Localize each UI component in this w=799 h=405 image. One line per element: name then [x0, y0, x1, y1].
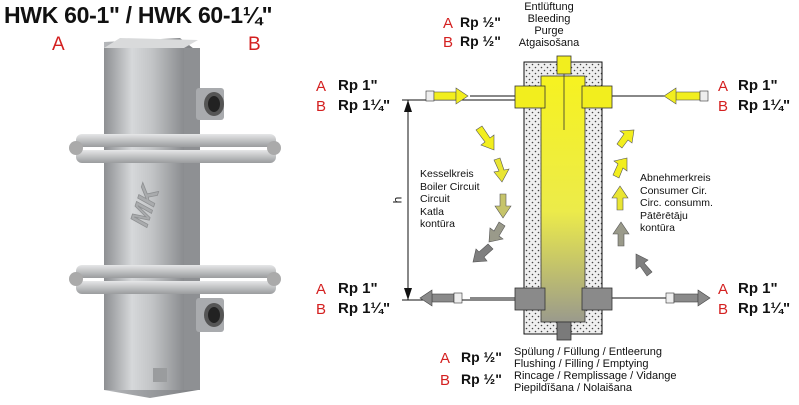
drain-label-en: Flushing / Filling / Emptying — [514, 358, 649, 370]
consumer-circuit-lv-1: Pātērētāju — [640, 209, 688, 222]
bottom-right-b-label: B — [718, 301, 729, 318]
height-dimension-label: h — [390, 196, 405, 204]
outflow-arrow-top-right — [663, 87, 709, 105]
vent-b-size: Rp ½" — [460, 33, 501, 49]
top-left-a-label: A — [316, 78, 327, 95]
vent-label: Entlüftung Bleeding Purge Atgaisošana — [509, 1, 589, 49]
variant-a-label: A — [52, 34, 65, 55]
bottom-right-b-size: Rp 1¼" — [738, 300, 791, 317]
top-right-a-label: A — [718, 78, 729, 95]
vent-label-fr: Purge — [534, 25, 564, 37]
top-left-b-label: B — [316, 98, 327, 115]
separator-vessel — [514, 55, 613, 341]
vent-label-en: Bleeding — [527, 13, 571, 25]
outflow-arrow-bottom-left — [419, 289, 463, 307]
upper-clamp — [69, 134, 281, 163]
boiler-flow-arrows — [472, 125, 512, 263]
inflow-arrow-bottom-right — [665, 289, 711, 307]
top-left-a-size: Rp 1" — [338, 77, 378, 94]
boiler-circuit-fr: Circuit — [420, 193, 450, 205]
drain-label: Spülung / Füllung / Entleerung Flushing … — [514, 346, 676, 394]
bottom-left-b-label: B — [316, 301, 327, 318]
consumer-circuit-de: Abnehmerkreis — [640, 172, 711, 184]
top-right-a-size: Rp 1" — [738, 77, 778, 94]
vent-a-size: Rp ½" — [460, 14, 501, 30]
variant-b-label: B — [248, 34, 261, 55]
consumer-circuit-fr: Circ. consumm. — [640, 197, 713, 209]
boiler-circuit-de: Kesselkreis — [420, 168, 474, 180]
drain-b-size: Rp ½" — [461, 371, 502, 387]
consumer-circuit-lv-2: kontūra — [640, 222, 676, 234]
bottom-left-b-size: Rp 1¼" — [338, 300, 391, 317]
page-title: HWK 60-1" / HWK 60-1¼" — [4, 2, 273, 28]
drain-label-lv: Piepildīšana / Nolaišana — [514, 382, 633, 394]
height-dimension — [402, 99, 515, 301]
boiler-circuit-lv-1: Katla — [420, 205, 444, 218]
consumer-circuit-label: Abnehmerkreis Consumer Cir. Circ. consum… — [640, 172, 713, 235]
top-left-b-size: Rp 1¼" — [338, 97, 391, 114]
consumer-flow-arrows — [611, 129, 653, 277]
consumer-circuit-en: Consumer Cir. — [640, 184, 708, 197]
drain-label-de: Spülung / Füllung / Entleerung — [514, 346, 662, 358]
drain-a-size: Rp ½" — [461, 349, 502, 365]
drain-label-fr: Rincage / Remplissage / Vidange — [514, 370, 677, 382]
vent-b-label: B — [443, 34, 454, 51]
bottom-left-a-label: A — [316, 281, 327, 298]
top-right-b-label: B — [718, 98, 729, 115]
boiler-circuit-lv-2: kontūra — [420, 218, 456, 230]
boiler-circuit-label: Kesselkreis Boiler Circuit Circuit Katla… — [420, 168, 480, 231]
bottom-right-a-label: A — [718, 281, 729, 298]
lower-clamp — [69, 265, 281, 294]
vent-a-label: A — [443, 15, 454, 32]
bottom-right-a-size: Rp 1" — [738, 280, 778, 297]
drain-b-label: B — [440, 372, 451, 389]
drain-a-label: A — [440, 350, 451, 367]
bottom-left-a-size: Rp 1" — [338, 280, 378, 297]
vent-label-lv: Atgaisošana — [518, 37, 580, 49]
vent-label-de: Entlüftung — [524, 1, 574, 13]
boiler-circuit-en: Boiler Circuit — [420, 180, 480, 193]
inflow-arrow-top-left — [425, 87, 469, 105]
top-right-b-size: Rp 1¼" — [738, 97, 791, 114]
